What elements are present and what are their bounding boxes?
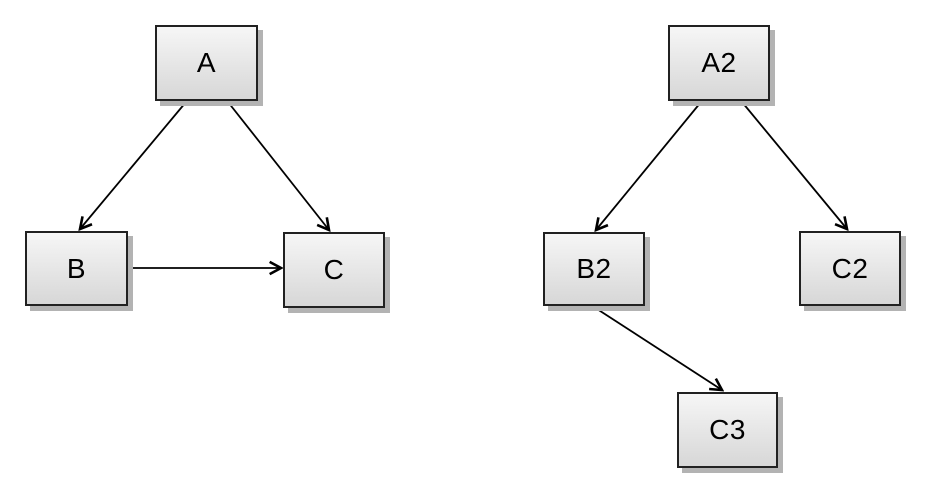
node-A[interactable]: A [155, 25, 258, 101]
node-label: B2 [576, 253, 612, 284]
edge-A2-to-B2[interactable] [596, 101, 702, 230]
node-C2[interactable]: C2 [799, 231, 901, 306]
edge-A-to-C[interactable] [227, 101, 329, 230]
node-C[interactable]: C [283, 232, 385, 308]
node-label: A2 [701, 47, 737, 78]
node-label: C3 [709, 414, 746, 445]
edge-A2-to-C2[interactable] [741, 101, 847, 229]
node-A2[interactable]: A2 [668, 25, 770, 101]
node-B[interactable]: B [25, 231, 128, 306]
node-C3[interactable]: C3 [677, 392, 778, 468]
node-label: C [323, 254, 345, 285]
node-label: A [196, 47, 217, 78]
node-label: C2 [831, 252, 869, 284]
node-label: B [66, 252, 87, 284]
edge-A-to-B[interactable] [80, 101, 187, 229]
node-B2[interactable]: B2 [543, 232, 645, 306]
edge-B2-to-C3[interactable] [593, 306, 722, 390]
